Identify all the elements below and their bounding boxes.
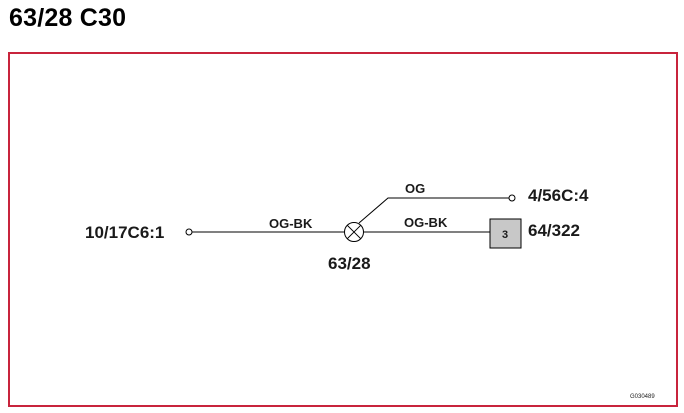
- lamp-junction-icon: [344, 222, 364, 242]
- connector-label: 64/322: [528, 221, 580, 240]
- junction-label: 63/28: [328, 254, 371, 273]
- drawing-code: G030489: [630, 394, 655, 400]
- left-terminal-label: 10/17C6:1: [85, 223, 164, 242]
- terminal-upper-icon: [508, 194, 516, 202]
- diagram-frame: [8, 52, 678, 407]
- upper-terminal-label: 4/56C:4: [528, 186, 589, 205]
- connector-box: [489, 218, 522, 249]
- left-wire-label: OG-BK: [269, 216, 313, 231]
- wire-upper: [358, 197, 509, 224]
- lower-wire-label: OG-BK: [404, 215, 448, 230]
- terminal-left-icon: [185, 228, 193, 236]
- upper-wire-label: OG: [405, 181, 425, 196]
- connector-pin-label: 3: [502, 229, 508, 241]
- page-title: 63/28 C30: [9, 4, 127, 32]
